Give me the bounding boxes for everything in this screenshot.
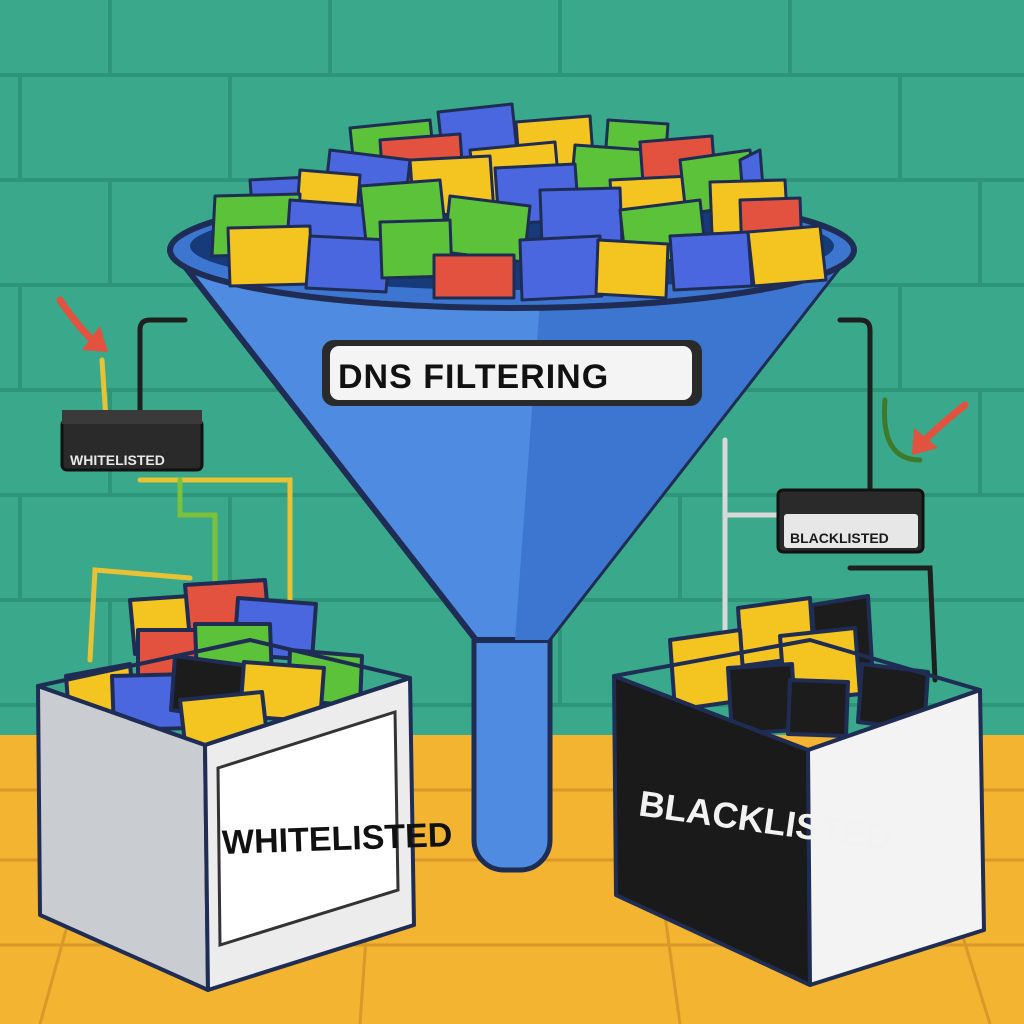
blacklisted-tag-label: BLACKLISTED <box>790 530 889 546</box>
funnel-label: DNS FILTERING <box>338 358 610 396</box>
red-arrow-right-icon <box>912 401 969 455</box>
blacklisted-tag-box <box>776 488 925 554</box>
funnel-label-plate <box>322 340 702 406</box>
whitelisted-bin-label-plate <box>216 709 400 948</box>
whitelisted-tag-box <box>60 410 204 472</box>
pipes <box>87 317 938 683</box>
whitelisted-tag-label: WHITELISTED <box>70 452 165 468</box>
blacklisted-bin-label: BLACKLISTED <box>636 782 894 859</box>
funnel-folder-pile <box>210 102 828 302</box>
whitelisted-bin <box>36 578 416 992</box>
blacklisted-bin <box>612 594 986 987</box>
whitelisted-bin-label: WHITELISTED <box>221 815 454 863</box>
red-arrow-left-icon <box>56 296 108 352</box>
